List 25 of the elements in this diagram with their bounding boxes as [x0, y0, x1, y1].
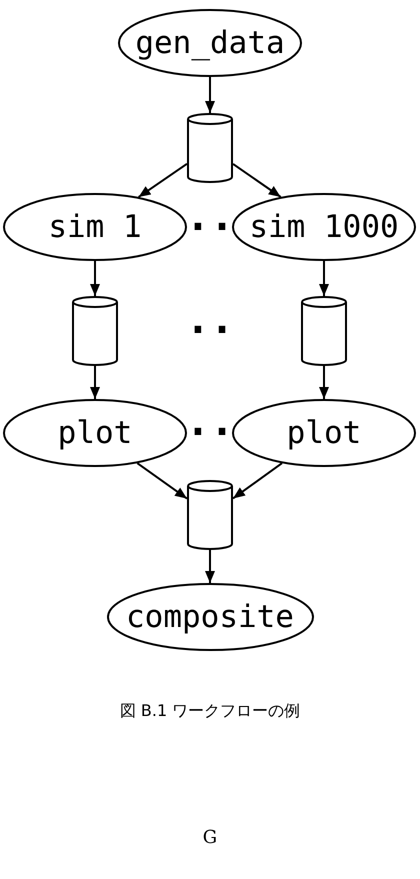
process-ellipse: gen_data	[118, 9, 302, 77]
arrow	[319, 366, 329, 399]
process-ellipse: composite	[106, 583, 314, 651]
ellipsis: ..	[186, 402, 234, 442]
arrow	[205, 550, 215, 583]
arrow	[319, 261, 329, 296]
arrow	[136, 462, 188, 500]
process-ellipse: plot	[3, 399, 187, 467]
process-ellipse: sim 1000	[232, 193, 416, 261]
storage-cylinder	[301, 296, 347, 366]
figure-caption: 図 B.1 ワークフローの例	[120, 701, 300, 721]
arrow	[90, 366, 100, 399]
storage-cylinder	[187, 480, 233, 550]
arrow	[205, 77, 215, 113]
storage-cylinder	[72, 296, 118, 366]
arrow	[90, 261, 100, 296]
ellipsis: ..	[186, 197, 234, 237]
arrow	[138, 162, 188, 198]
page-number: G	[202, 828, 218, 848]
ellipsis: ..	[186, 300, 234, 340]
storage-cylinder	[187, 113, 233, 183]
process-ellipse: plot	[232, 399, 416, 467]
arrow	[232, 163, 282, 198]
process-ellipse: sim 1	[3, 193, 187, 261]
arrow	[232, 462, 283, 500]
